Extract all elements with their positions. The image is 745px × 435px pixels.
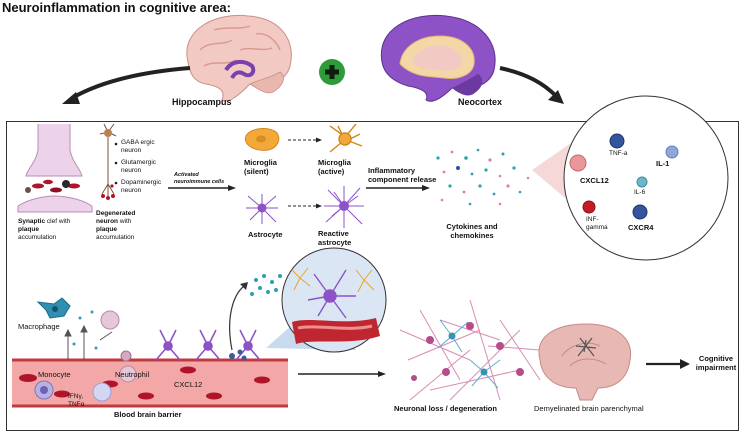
page-title: Neuroinflammation in cognitive area:	[2, 0, 231, 15]
synaptic-plaque: plaque	[18, 226, 39, 233]
neuron-type-3: Dopaminergic neuron	[121, 179, 162, 194]
astrocyte-label: Astrocyte	[248, 230, 283, 239]
reactive-astrocyte-label: Reactive astrocyte	[318, 229, 352, 247]
il1-label: IL-1	[656, 159, 670, 168]
ifn-line2: TNFα	[68, 401, 85, 408]
astrocyte-icon	[246, 194, 278, 224]
degenerated-neuron-icon	[99, 123, 117, 200]
degen-plaque: plaque	[96, 226, 117, 233]
arrow-right-curve	[499, 66, 558, 98]
neuron-type-1: GABA ergic neuron	[121, 139, 155, 154]
ifn-label: IFNγ, TNFα	[68, 393, 84, 409]
bbb-astrocytes	[155, 329, 261, 361]
cxcr4-label: CXCR4	[628, 223, 654, 232]
top-illustration	[62, 14, 564, 104]
cognitive-label: Cognitive impairment	[695, 354, 737, 372]
microglia-active-label: Microglia (active)	[318, 158, 351, 176]
infg-line1: INF-	[586, 216, 599, 223]
cxcl12-bottom-label: CXCL12	[174, 380, 203, 389]
synapse-icon	[17, 124, 93, 213]
synaptic-caption: Synaptic clef with plaque accumulation	[18, 218, 90, 242]
demyelinated-label: Demyelinated brain parenchymal	[534, 404, 644, 413]
il6-label: IL-6	[634, 189, 646, 196]
cytokines-label: Cytokines and chemokines	[446, 222, 498, 240]
infg-line2: gamma	[586, 224, 608, 231]
neutrophil-top-icon	[100, 310, 120, 330]
microglia-silent-label: Microglia (silent)	[244, 158, 277, 176]
hippocampus-label: Hippocampus	[172, 97, 232, 107]
synaptic-word: Synaptic	[18, 218, 46, 225]
macrophage-label: Macrophage	[18, 322, 60, 331]
neocortex-brain-icon	[380, 14, 496, 102]
synaptic-accumulation: accumulation	[18, 234, 57, 241]
degenerated-caption: Degenerated neuron with plaque accumulat…	[96, 210, 156, 242]
microglia-silent-icon	[244, 128, 280, 151]
cxcl12-circle-label: CXCL12	[580, 176, 609, 185]
neuron-network-icon	[399, 299, 541, 401]
cytokine-zoom-circle	[563, 95, 729, 261]
microglia-active-icon	[329, 123, 363, 153]
bbb-label: Blood brain barrier	[114, 410, 182, 419]
cxcl12-dots	[250, 274, 282, 296]
macrophage-icon	[36, 297, 71, 319]
blood-vessel	[12, 358, 288, 408]
neuron-type-2: Glutamergic neuron	[121, 159, 157, 174]
ifn-line1: IFNγ,	[68, 393, 84, 400]
degen-accumulation: accumulation	[96, 234, 135, 241]
neuronal-loss-label: Neuronal loss / degeneration	[394, 404, 497, 413]
neutrophil-label: Neutrophil	[115, 370, 150, 379]
inflammatory-label: Inflammatory component release	[368, 166, 437, 184]
cytokine-dots	[436, 148, 530, 206]
main-panel	[6, 121, 739, 431]
reactive-astrocyte-icon	[324, 186, 364, 228]
degen-with: with	[118, 218, 132, 225]
infg-label: INF- gamma	[586, 216, 608, 232]
arrow-left-curve	[71, 66, 191, 100]
synaptic-clef: clef with	[45, 218, 71, 225]
degen-neuron: neuron	[96, 218, 119, 225]
demyelinated-brain-icon	[538, 323, 632, 401]
monocyte-label: Monocyte	[38, 370, 71, 379]
degen-word: Degenerated	[96, 210, 136, 217]
neocortex-label: Neocortex	[458, 97, 503, 107]
hippocampus-brain-icon	[186, 14, 292, 102]
activated-label: Activated neuroimmune cells	[174, 172, 225, 185]
tnfa-label: TNF-a	[609, 150, 628, 157]
plus-icon	[319, 59, 345, 85]
